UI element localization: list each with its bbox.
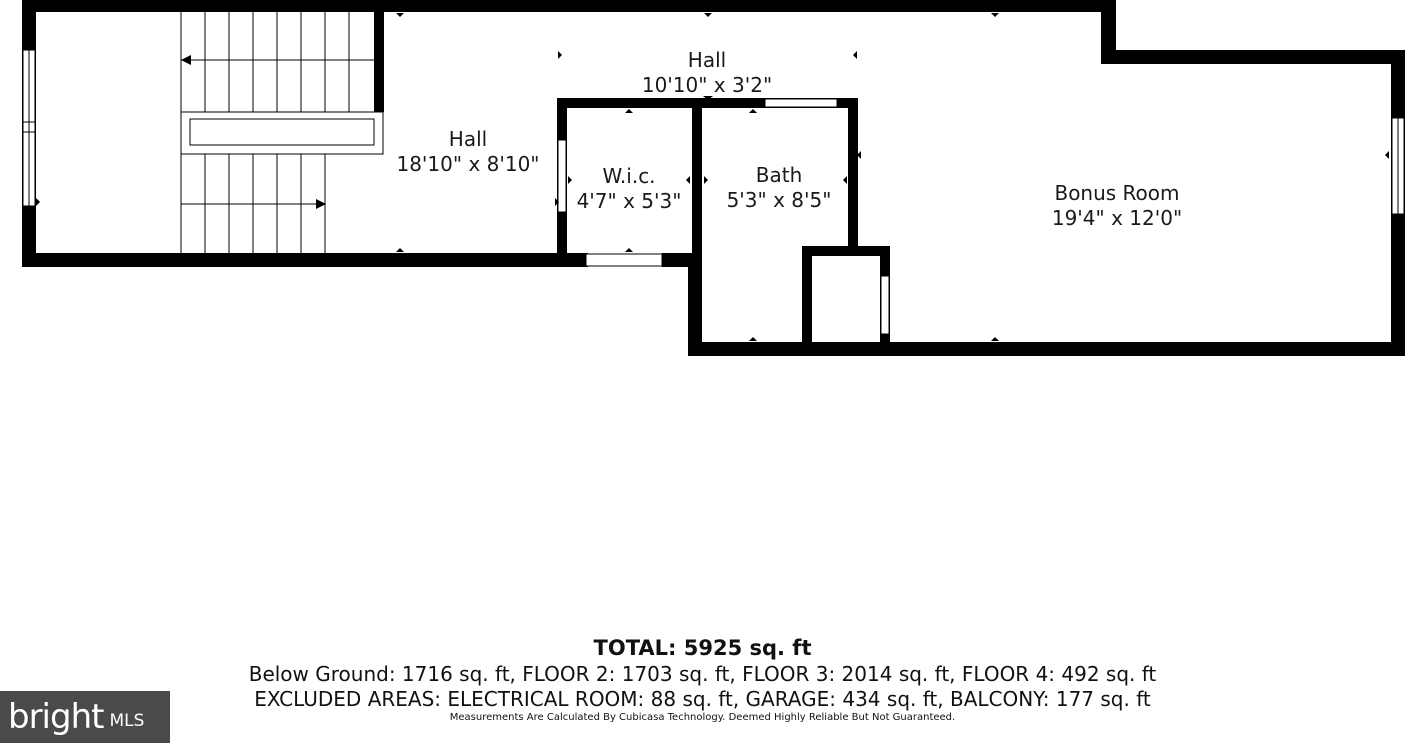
- room-dims-wic: 4'7" x 5'3": [577, 189, 682, 213]
- room-name-wic: W.i.c.: [602, 164, 655, 188]
- floor-areas: Below Ground: 1716 sq. ft, FLOOR 2: 1703…: [248, 662, 1157, 686]
- stair-arrow-right-icon: [316, 199, 326, 209]
- excluded-areas: EXCLUDED AREAS: ELECTRICAL ROOM: 88 sq. …: [254, 687, 1151, 711]
- windows: [22, 49, 1405, 335]
- measurement-disclaimer: Measurements Are Calculated By Cubicasa …: [449, 712, 956, 723]
- room-dims-bonus: 19'4" x 12'0": [1052, 206, 1182, 230]
- stair-arrow-left-icon: [181, 55, 191, 65]
- room-name-bath: Bath: [756, 163, 803, 187]
- logo-word: bright: [8, 697, 104, 737]
- logo-sub: MLS: [109, 711, 145, 731]
- stairs: [180, 12, 384, 253]
- bright-mls-logo: bright MLS: [0, 691, 170, 743]
- room-dims-hall-left: 18'10" x 8'10": [396, 152, 539, 176]
- total-area: TOTAL: 5925 sq. ft: [593, 636, 812, 660]
- dimension-markers: [36, 13, 1389, 341]
- room-dims-bath: 5'3" x 8'5": [727, 188, 832, 212]
- room-name-bonus: Bonus Room: [1054, 181, 1179, 205]
- room-name-hall-top: Hall: [688, 48, 726, 72]
- room-dims-hall-top: 10'10" x 3'2": [642, 73, 772, 97]
- room-name-hall-left: Hall: [449, 127, 487, 151]
